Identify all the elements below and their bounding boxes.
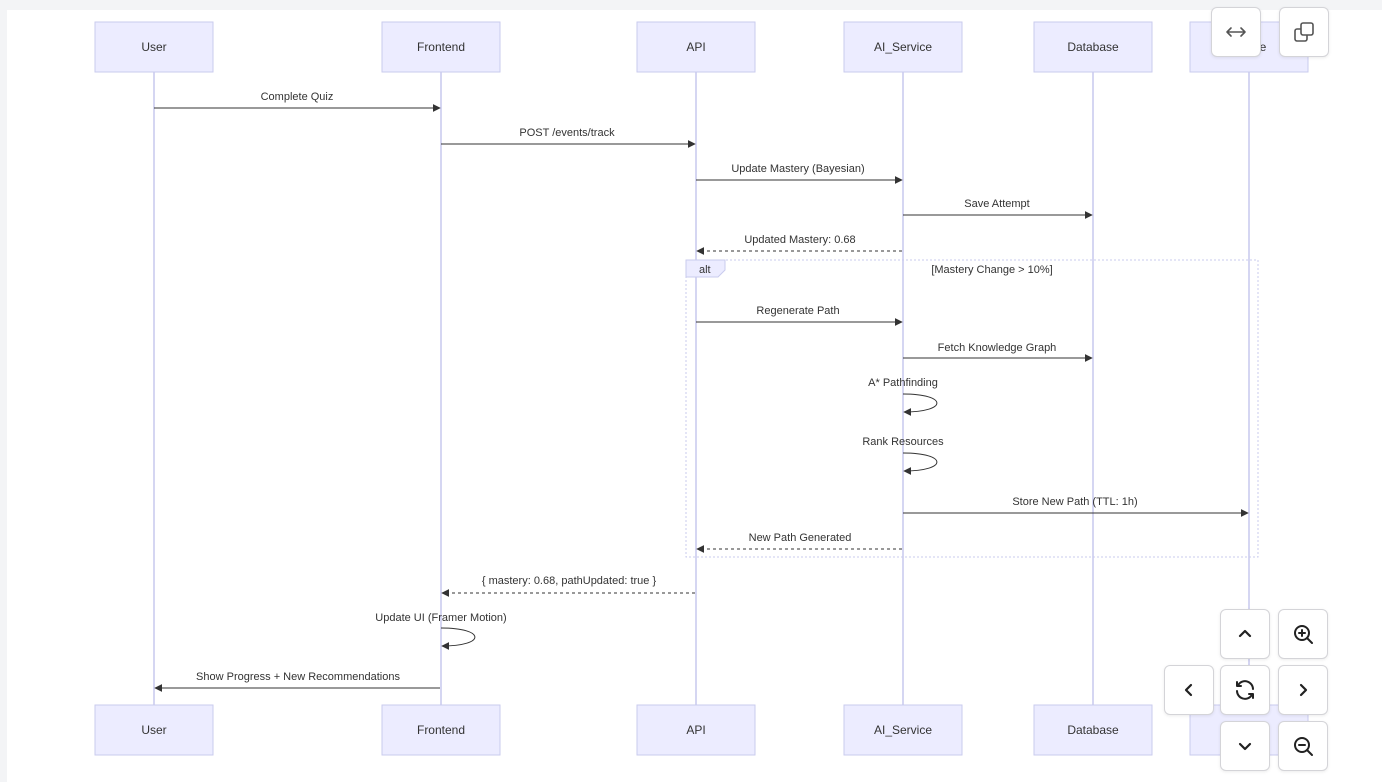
message-label: A* Pathfinding bbox=[868, 377, 938, 389]
actor-user-label: User bbox=[141, 723, 166, 737]
message-label: Store New Path (TTL: 1h) bbox=[1012, 496, 1137, 508]
message: Update Mastery (Bayesian) bbox=[696, 163, 903, 184]
message-label: POST /events/track bbox=[519, 127, 615, 139]
zoom-in-button[interactable] bbox=[1278, 609, 1328, 659]
actor-frontend-bottom: Frontend bbox=[381, 704, 501, 756]
actor-user-label: User bbox=[141, 40, 166, 54]
fit-width-button[interactable] bbox=[1211, 7, 1261, 57]
actor-api-label: API bbox=[686, 40, 705, 54]
actor-api-top: API bbox=[636, 21, 756, 73]
message-label: Regenerate Path bbox=[756, 305, 839, 317]
chevron-right-icon bbox=[1299, 683, 1308, 697]
pan-up-button[interactable] bbox=[1220, 609, 1270, 659]
message-label: Update UI (Framer Motion) bbox=[375, 612, 506, 624]
message-label: Rank Resources bbox=[862, 436, 944, 448]
self-message-loop bbox=[440, 627, 476, 650]
actor-api-bottom: API bbox=[636, 704, 756, 756]
self-message-loop bbox=[902, 393, 938, 416]
actor-frontend-label: Frontend bbox=[417, 723, 465, 737]
actor-ai-service-bottom: AI_Service bbox=[843, 704, 963, 756]
message: Save Attempt bbox=[903, 198, 1093, 219]
message-label: Show Progress + New Recommendations bbox=[196, 671, 400, 683]
self-message: Rank Resources bbox=[862, 436, 944, 475]
arrows-horizontal-icon bbox=[1226, 27, 1246, 37]
message: Store New Path (TTL: 1h) bbox=[903, 496, 1249, 517]
actor-frontend-top: Frontend bbox=[381, 21, 501, 73]
message: POST /events/track bbox=[441, 127, 696, 148]
zoom-in-icon bbox=[1294, 625, 1313, 644]
message-label: Save Attempt bbox=[964, 198, 1029, 210]
message-label: Updated Mastery: 0.68 bbox=[744, 234, 855, 246]
message: Regenerate Path bbox=[696, 305, 903, 326]
self-message: Update UI (Framer Motion) bbox=[375, 612, 507, 650]
actor-database-label: Database bbox=[1067, 723, 1119, 737]
message: Updated Mastery: 0.68 bbox=[696, 234, 902, 255]
message-label: { mastery: 0.68, pathUpdated: true } bbox=[482, 575, 657, 587]
actor-ai-service-top: AI_Service bbox=[843, 21, 963, 73]
alt-frame-condition: [Mastery Change > 10%] bbox=[931, 264, 1052, 276]
message-label: Fetch Knowledge Graph bbox=[938, 342, 1057, 354]
message: { mastery: 0.68, pathUpdated: true } bbox=[441, 575, 695, 597]
chevron-down-icon bbox=[1238, 742, 1252, 751]
actor-database-label: Database bbox=[1067, 40, 1119, 54]
pan-left-button[interactable] bbox=[1164, 665, 1214, 715]
refresh-icon bbox=[1236, 680, 1254, 700]
pan-right-button[interactable] bbox=[1278, 665, 1328, 715]
alt-frame: alt [Mastery Change > 10%] bbox=[685, 259, 1259, 558]
alt-frame-tag: alt bbox=[699, 264, 711, 276]
reset-view-button[interactable] bbox=[1220, 665, 1270, 715]
message: Complete Quiz bbox=[154, 91, 441, 112]
copy-icon bbox=[1294, 22, 1314, 42]
self-message-loop bbox=[902, 452, 938, 475]
self-message: A* Pathfinding bbox=[868, 377, 938, 416]
message-label: Update Mastery (Bayesian) bbox=[731, 163, 864, 175]
diagram-canvas bbox=[7, 10, 1382, 782]
message-label: New Path Generated bbox=[749, 532, 852, 544]
chevron-up-icon bbox=[1238, 629, 1252, 638]
message-label: Complete Quiz bbox=[261, 91, 334, 103]
message: Fetch Knowledge Graph bbox=[903, 342, 1093, 362]
zoom-out-button[interactable] bbox=[1278, 721, 1328, 771]
actor-ai-service-label: AI_Service bbox=[874, 40, 932, 54]
actor-database-top: Database bbox=[1033, 21, 1153, 73]
actor-user-bottom: User bbox=[94, 704, 214, 756]
zoom-out-icon bbox=[1294, 737, 1313, 756]
message: Show Progress + New Recommendations bbox=[154, 671, 440, 692]
pan-down-button[interactable] bbox=[1220, 721, 1270, 771]
message: New Path Generated bbox=[696, 532, 902, 553]
actor-database-bottom: Database bbox=[1033, 704, 1153, 756]
actor-api-label: API bbox=[686, 723, 705, 737]
copy-button[interactable] bbox=[1279, 7, 1329, 57]
chevron-left-icon bbox=[1184, 683, 1193, 697]
actor-ai-service-label: AI_Service bbox=[874, 723, 932, 737]
actor-user-top: User bbox=[94, 21, 214, 73]
actor-frontend-label: Frontend bbox=[417, 40, 465, 54]
